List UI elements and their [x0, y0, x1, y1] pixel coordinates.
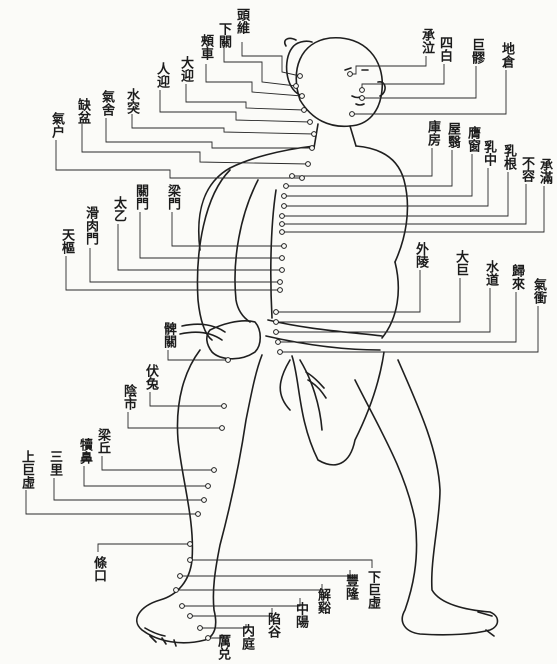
label-jiache: 頰車	[199, 34, 212, 60]
label-fenglong: 豐隆	[344, 574, 357, 600]
label-sibai: 四白	[438, 36, 451, 62]
label-neiting: 内庭	[240, 624, 253, 650]
label-shuitu: 水突	[125, 88, 138, 114]
label-guilai: 歸來	[510, 264, 523, 290]
label-tianshu: 天樞	[60, 228, 73, 254]
label-burong: 不容	[520, 156, 533, 182]
label-touwei: 頭維	[235, 8, 248, 34]
label-xiajuxu: 下巨虛	[366, 570, 379, 609]
acupoint-dots	[174, 72, 365, 641]
label-qishe: 氣舍	[100, 90, 113, 116]
label-guanmen: 關門	[134, 184, 147, 210]
label-qichong: 氣衝	[532, 278, 545, 304]
label-chengman: 承滿	[538, 158, 551, 184]
label-daying: 大迎	[179, 56, 192, 82]
label-juliao: 巨髎	[470, 38, 483, 64]
label-taiyi: 太乙	[112, 196, 125, 222]
label-qihu: 氣户	[50, 112, 63, 138]
label-lidui: 厲兑	[216, 634, 229, 660]
label-rugen: 乳根	[502, 144, 515, 170]
label-daju: 大巨	[454, 250, 467, 276]
label-dicang: 地倉	[500, 42, 513, 68]
label-xiangu: 陷谷	[266, 612, 279, 638]
label-wuyi: 屋翳	[446, 122, 459, 148]
label-renying: 人迎	[155, 62, 168, 88]
label-jiexi: 解谿	[316, 588, 329, 614]
label-dubi: 犢鼻	[78, 438, 91, 464]
label-liangqiu: 梁丘	[96, 428, 109, 454]
label-huaroumen: 滑肉門	[84, 206, 97, 245]
label-quepen: 缺盆	[76, 98, 89, 124]
label-chongyang: 中陽	[294, 602, 307, 628]
label-ruzhong: 乳中	[482, 140, 495, 166]
label-tiaokou: 條口	[92, 556, 105, 582]
label-yinshi: 陰市	[122, 384, 135, 410]
label-sanli: 三里	[48, 450, 61, 476]
label-wailing: 外陵	[414, 242, 427, 268]
label-biguan: 髀關	[162, 322, 175, 348]
label-yingchuang: 膺窗	[466, 126, 479, 152]
label-futu: 伏兔	[144, 364, 157, 390]
label-kufang: 庫房	[426, 120, 439, 146]
label-shuidao: 水道	[484, 260, 497, 286]
label-liangmen: 梁門	[166, 184, 179, 210]
label-chengqi: 承泣	[420, 28, 433, 54]
label-xiaguan: 下關	[217, 22, 230, 48]
label-shangjuxu: 上巨虛	[20, 450, 33, 489]
